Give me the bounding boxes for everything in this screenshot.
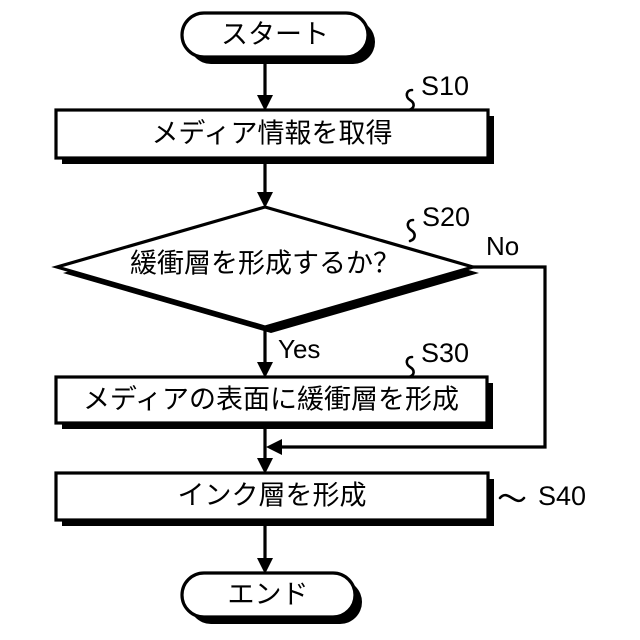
node-s10: メディア情報を取得 (54, 108, 494, 164)
s40-leader-line (498, 493, 526, 503)
s10-node-shape (54, 108, 490, 160)
branch-no-line (274, 265, 547, 449)
branch-no-label: No (486, 231, 519, 261)
branch-no: No (266, 231, 547, 455)
node-s20: 緩衝層を形成するか？ (51, 205, 479, 333)
s30-leader-line (405, 355, 415, 379)
end-node-label: エンド (228, 580, 309, 611)
arrow-head-icon (257, 362, 273, 378)
start-node-shape (180, 11, 370, 59)
s40-node-shape (54, 471, 490, 522)
node-s30: メディアの表面に緩衝層を形成 (54, 375, 493, 429)
s10-step-id-label: S10 (421, 71, 469, 101)
connector-start-to-s10 (257, 57, 273, 111)
connector-s30-to-s40 (257, 423, 273, 474)
s30-step-id-label: S30 (421, 338, 469, 368)
arrow-head-icon (257, 95, 273, 111)
s30-node-label: メディアの表面に緩衝層を形成 (83, 385, 459, 416)
arrow-head-icon (257, 192, 273, 208)
s40-node-label: インク層を形成 (178, 481, 367, 512)
s20-step-id-label: S20 (422, 202, 470, 232)
branch-yes: Yes (257, 327, 320, 378)
connector-s10-to-s20 (257, 164, 273, 208)
s10-leader-line (405, 88, 415, 112)
s40-step-id-label: S40 (538, 481, 586, 511)
arrow-head-icon (257, 458, 273, 474)
s10-node-label: メディア情報を取得 (151, 119, 392, 150)
node-start: スタート (180, 11, 375, 64)
step-id-s30: S30 (405, 338, 469, 379)
arrow-head-icon (257, 558, 273, 574)
step-id-s10: S10 (405, 71, 469, 112)
start-node-label: スタート (221, 20, 329, 51)
node-end: エンド (180, 571, 362, 624)
s30-node-shape (54, 375, 489, 425)
s20-leader-line (406, 218, 416, 243)
end-node-shape (180, 571, 357, 619)
s20-node-label: 緩衝層を形成するか？ (130, 249, 400, 280)
step-id-s20: S20 (406, 202, 470, 243)
arrow-head-icon (266, 439, 282, 455)
connector-s40-to-end (257, 520, 273, 574)
branch-yes-label: Yes (278, 334, 320, 364)
node-s40: インク層を形成 (54, 471, 494, 526)
step-id-s40: S40 (498, 481, 586, 511)
